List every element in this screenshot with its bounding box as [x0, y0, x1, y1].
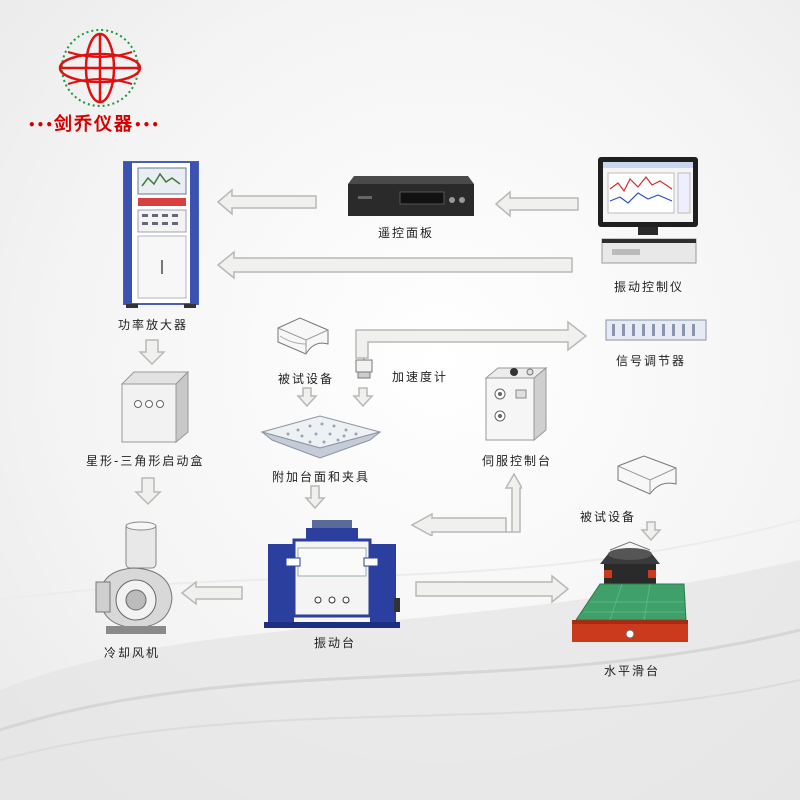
star-delta-box-icon: [120, 370, 190, 444]
arrow-fixture-to-shaker: [304, 485, 326, 510]
arrow-accelerometer-to-fixture: [352, 387, 374, 408]
arrow-shaker-to-fan: [180, 580, 243, 606]
cooling-fan-icon: [95, 521, 173, 634]
arrow-controller-to-remote: [494, 190, 579, 218]
signal-conditioner-label: 信号调节器: [616, 354, 687, 368]
fixture-table-label: 附加台面和夹具: [272, 470, 371, 484]
arrow-remote-to-amplifier: [216, 188, 317, 216]
arrow-starbox-to-fan: [134, 477, 162, 506]
arrow-controller-to-amplifier: [216, 250, 573, 280]
arrow-shaker-to-slide: [415, 574, 570, 604]
arrow-amplifier-to-starbox: [138, 339, 166, 366]
star-delta-box-label: 星形-三角形启动盒: [86, 454, 205, 468]
shaker-label: 振动台: [314, 636, 357, 650]
horizontal-slide-label: 水平滑台: [604, 664, 661, 678]
remote-panel-icon: [348, 176, 474, 216]
test-device-right-icon: [617, 455, 677, 495]
test-device-top-label: 被试设备: [278, 372, 335, 386]
power-amplifier-label: 功率放大器: [118, 318, 189, 332]
test-device-right-label: 被试设备: [580, 510, 637, 524]
vibration-controller-label: 振动控制仪: [614, 280, 685, 294]
arrow-testdevice-to-fixture: [296, 387, 318, 408]
arrow-servo-to-shaker: [410, 472, 522, 536]
servo-console-label: 伺服控制台: [482, 454, 553, 468]
accelerometer-label: 加速度计: [392, 370, 449, 384]
servo-console-icon: [484, 366, 548, 442]
cooling-fan-label: 冷却风机: [104, 646, 161, 660]
shaker-table-icon: [264, 520, 400, 628]
power-amplifier-cabinet-icon: [123, 161, 199, 308]
vibration-controller-computer-icon: [598, 157, 698, 264]
test-device-top-icon: [277, 317, 329, 355]
globe-logo-icon: [58, 29, 142, 107]
horizontal-slide-icon: [572, 541, 688, 642]
accelerometer-icon: [355, 352, 373, 379]
arrow-accelerometer-to-conditioner: [355, 320, 588, 359]
remote-panel-label: 遥控面板: [378, 226, 435, 240]
arrow-testdevice-to-slide: [640, 521, 662, 542]
brand-name: •••剑乔仪器•••: [28, 114, 161, 135]
signal-conditioner-icon: [605, 319, 707, 341]
fixture-table-icon: [260, 415, 382, 459]
